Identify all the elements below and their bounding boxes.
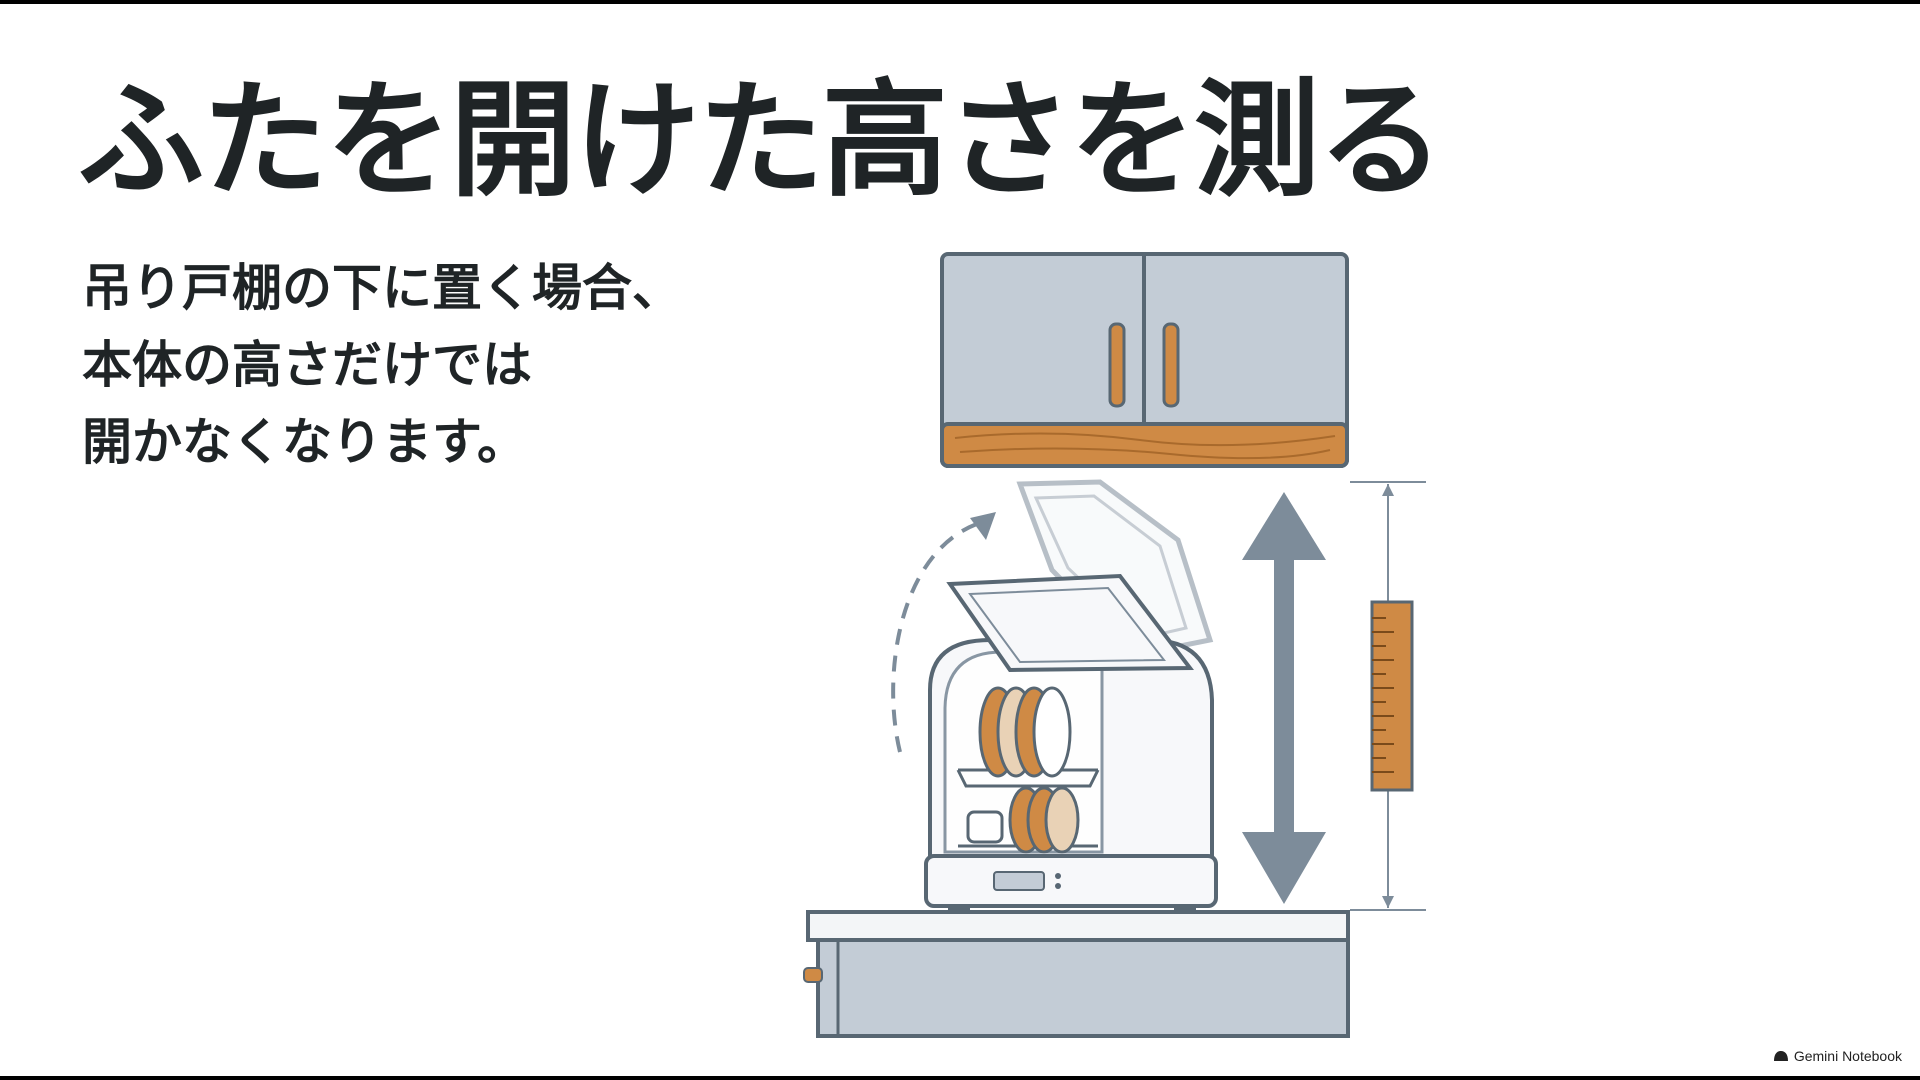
lid-open-ghost [1016, 479, 1214, 658]
body-line-2: 本体の高さだけでは [82, 336, 532, 394]
dishwasher [924, 573, 1218, 912]
body-line-1: 吊り戸棚の下に置く場合、 [82, 259, 682, 317]
slide: ふたを開けた高さを測る 吊り戸棚の下に置く場合、 本体の高さだけでは 開かなくな… [0, 4, 1920, 1076]
cabinet-handle-left [1108, 322, 1126, 408]
slide-body: 吊り戸棚の下に置く場合、 本体の高さだけでは 開かなくなります。 [82, 250, 682, 481]
control-display [993, 871, 1045, 891]
height-arrow [1242, 492, 1326, 904]
drawer-knob [803, 967, 823, 983]
body-line-3: 開かなくなります。 [82, 413, 527, 471]
upper-plates [978, 686, 1072, 778]
lid-swing-arrowhead [970, 512, 996, 540]
lid-swing-arc [891, 518, 991, 753]
notebook-logo-icon [1773, 1051, 1788, 1061]
dishwasher-clearance-illustration [803, 252, 1426, 1038]
countertop [803, 910, 1350, 1038]
lower-dishes [966, 786, 1080, 854]
cabinet-wood-bottom [940, 422, 1349, 468]
slide-title: ふたを開けた高さを測る [78, 67, 1444, 214]
cabinet-handle-right [1162, 322, 1180, 408]
gemini-notebook-badge: Gemini Notebook [1773, 1048, 1902, 1064]
ruler [1370, 600, 1414, 792]
badge-label: Gemini Notebook [1793, 1048, 1902, 1064]
wall-cabinet [940, 252, 1349, 468]
